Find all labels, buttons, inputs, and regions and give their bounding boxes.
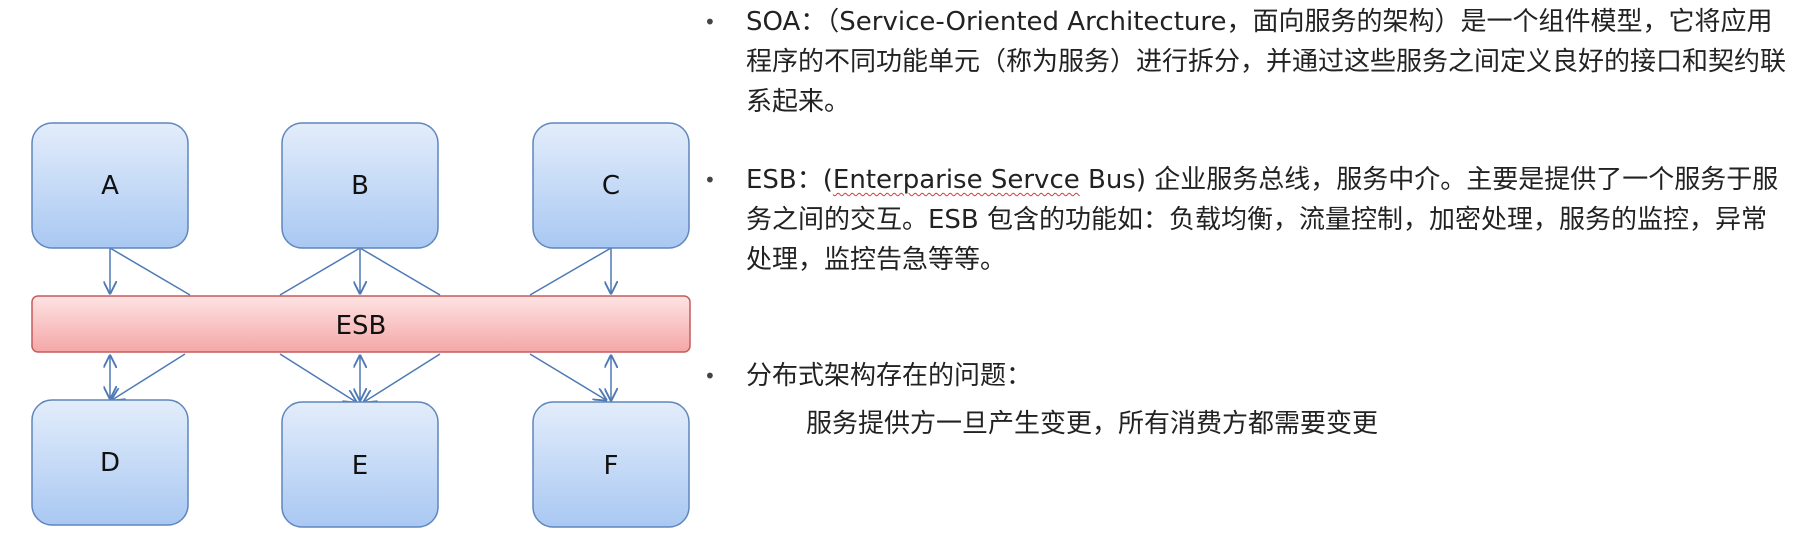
node-c: C — [532, 122, 690, 249]
node-a: A — [31, 122, 189, 249]
issue-detail: 服务提供方一旦产生变更，所有消费方都需要变更 — [806, 409, 1379, 439]
bullet-esb: • ESB：(Enterparise Servce Bus) 企业服务总线，服务… — [690, 160, 1790, 280]
bullet-dot: • — [704, 168, 716, 192]
issue-title: 分布式架构存在的问题： — [746, 361, 1033, 391]
esb-bus-label: ESB — [336, 311, 387, 341]
node-b-label: B — [351, 171, 369, 201]
node-a-label: A — [101, 171, 119, 201]
esb-text-rest: Bus) 企业服务总线，服务中介。主要是提供了一个服务于服务之间的交互。ESB … — [746, 165, 1779, 275]
soa-text: SOA：（Service-Oriented Architecture，面向服务的… — [746, 7, 1787, 117]
esb-text-misspelled: Enterparise Servce — [832, 165, 1080, 195]
node-d-label: D — [100, 448, 120, 478]
esb-bus: ESB — [31, 295, 691, 353]
connector-lines — [110, 247, 611, 402]
bullet-dot: • — [704, 10, 716, 34]
node-e-label: E — [352, 451, 368, 481]
node-b: B — [281, 122, 439, 249]
node-e: E — [281, 401, 439, 528]
node-c-label: C — [602, 171, 620, 201]
esb-text-lead: ESB：( — [746, 165, 833, 195]
bullet-dot: • — [704, 364, 716, 388]
node-f-label: F — [604, 451, 619, 481]
node-d: D — [31, 399, 189, 526]
bullet-issue: • 分布式架构存在的问题： — [690, 356, 1790, 396]
esb-architecture-diagram: A B C ESB D E F — [31, 122, 691, 528]
bullet-soa: • SOA：（Service-Oriented Architecture，面向服… — [690, 2, 1790, 122]
node-f: F — [532, 401, 690, 528]
